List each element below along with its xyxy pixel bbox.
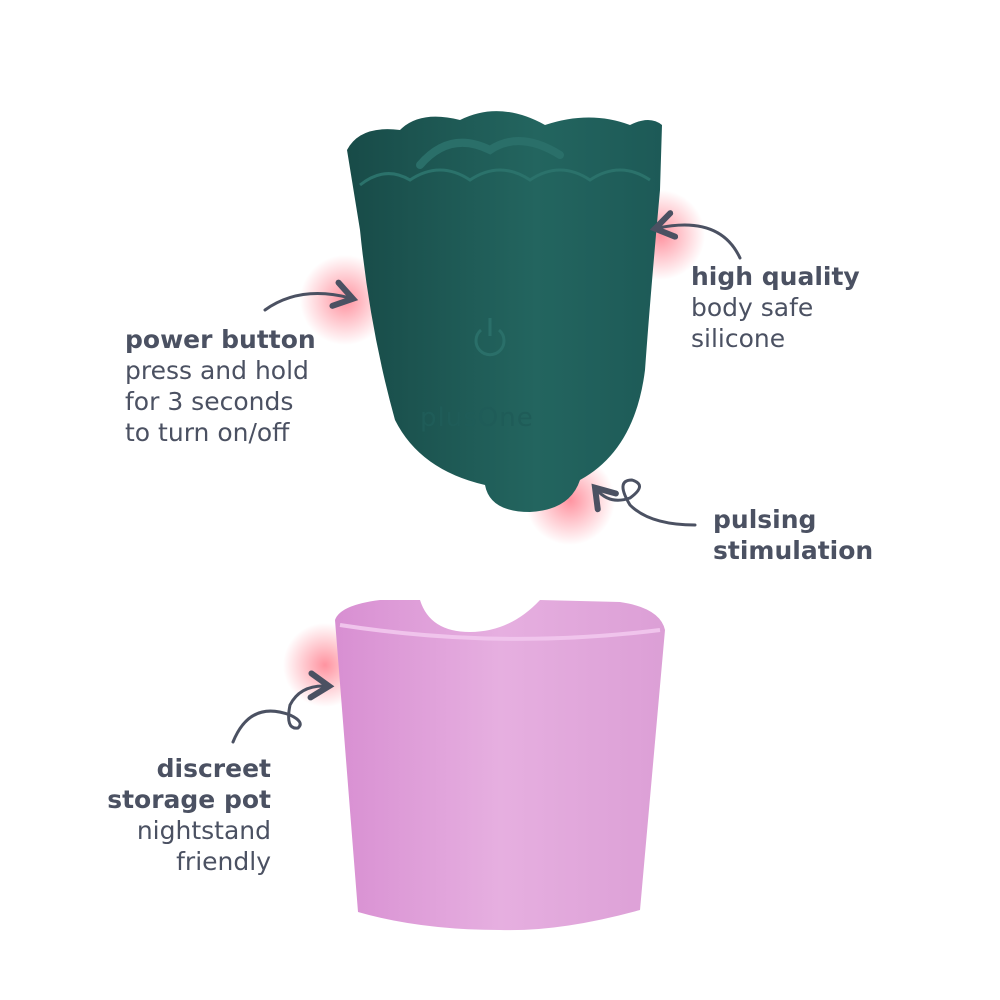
rose-device — [347, 111, 662, 512]
arrow-icon — [649, 210, 742, 260]
callout-line: to turn on/off — [125, 418, 290, 447]
brand-logo: plusOne — [420, 403, 534, 433]
power-icon — [474, 318, 506, 357]
callout-title: discreet — [156, 754, 271, 783]
callout-line: for 3 seconds — [125, 387, 294, 416]
storage-pot — [335, 600, 665, 931]
callout-line: press and hold — [125, 356, 309, 385]
callout-title: storage pot — [107, 785, 271, 814]
callout-line: friendly — [176, 847, 271, 876]
callout-pulsing: pulsing stimulation — [713, 504, 873, 566]
arrow-icon — [231, 670, 335, 744]
callout-line: nightstand — [136, 816, 271, 845]
callout-high-quality: high quality body safe silicone — [691, 261, 860, 354]
callout-line: body safe — [691, 293, 814, 322]
callout-title: high quality — [691, 262, 860, 291]
arrow-icon — [263, 279, 359, 312]
arrow-icon — [591, 478, 697, 527]
callout-power-button: power button press and hold for 3 second… — [125, 324, 316, 448]
callout-line: silicone — [691, 324, 786, 353]
arrows — [231, 210, 742, 744]
callout-storage-pot: discreet storage pot nightstand friendly — [60, 753, 271, 877]
callout-title: pulsing — [713, 505, 817, 534]
callout-title: power button — [125, 325, 316, 354]
callout-title: stimulation — [713, 536, 874, 565]
